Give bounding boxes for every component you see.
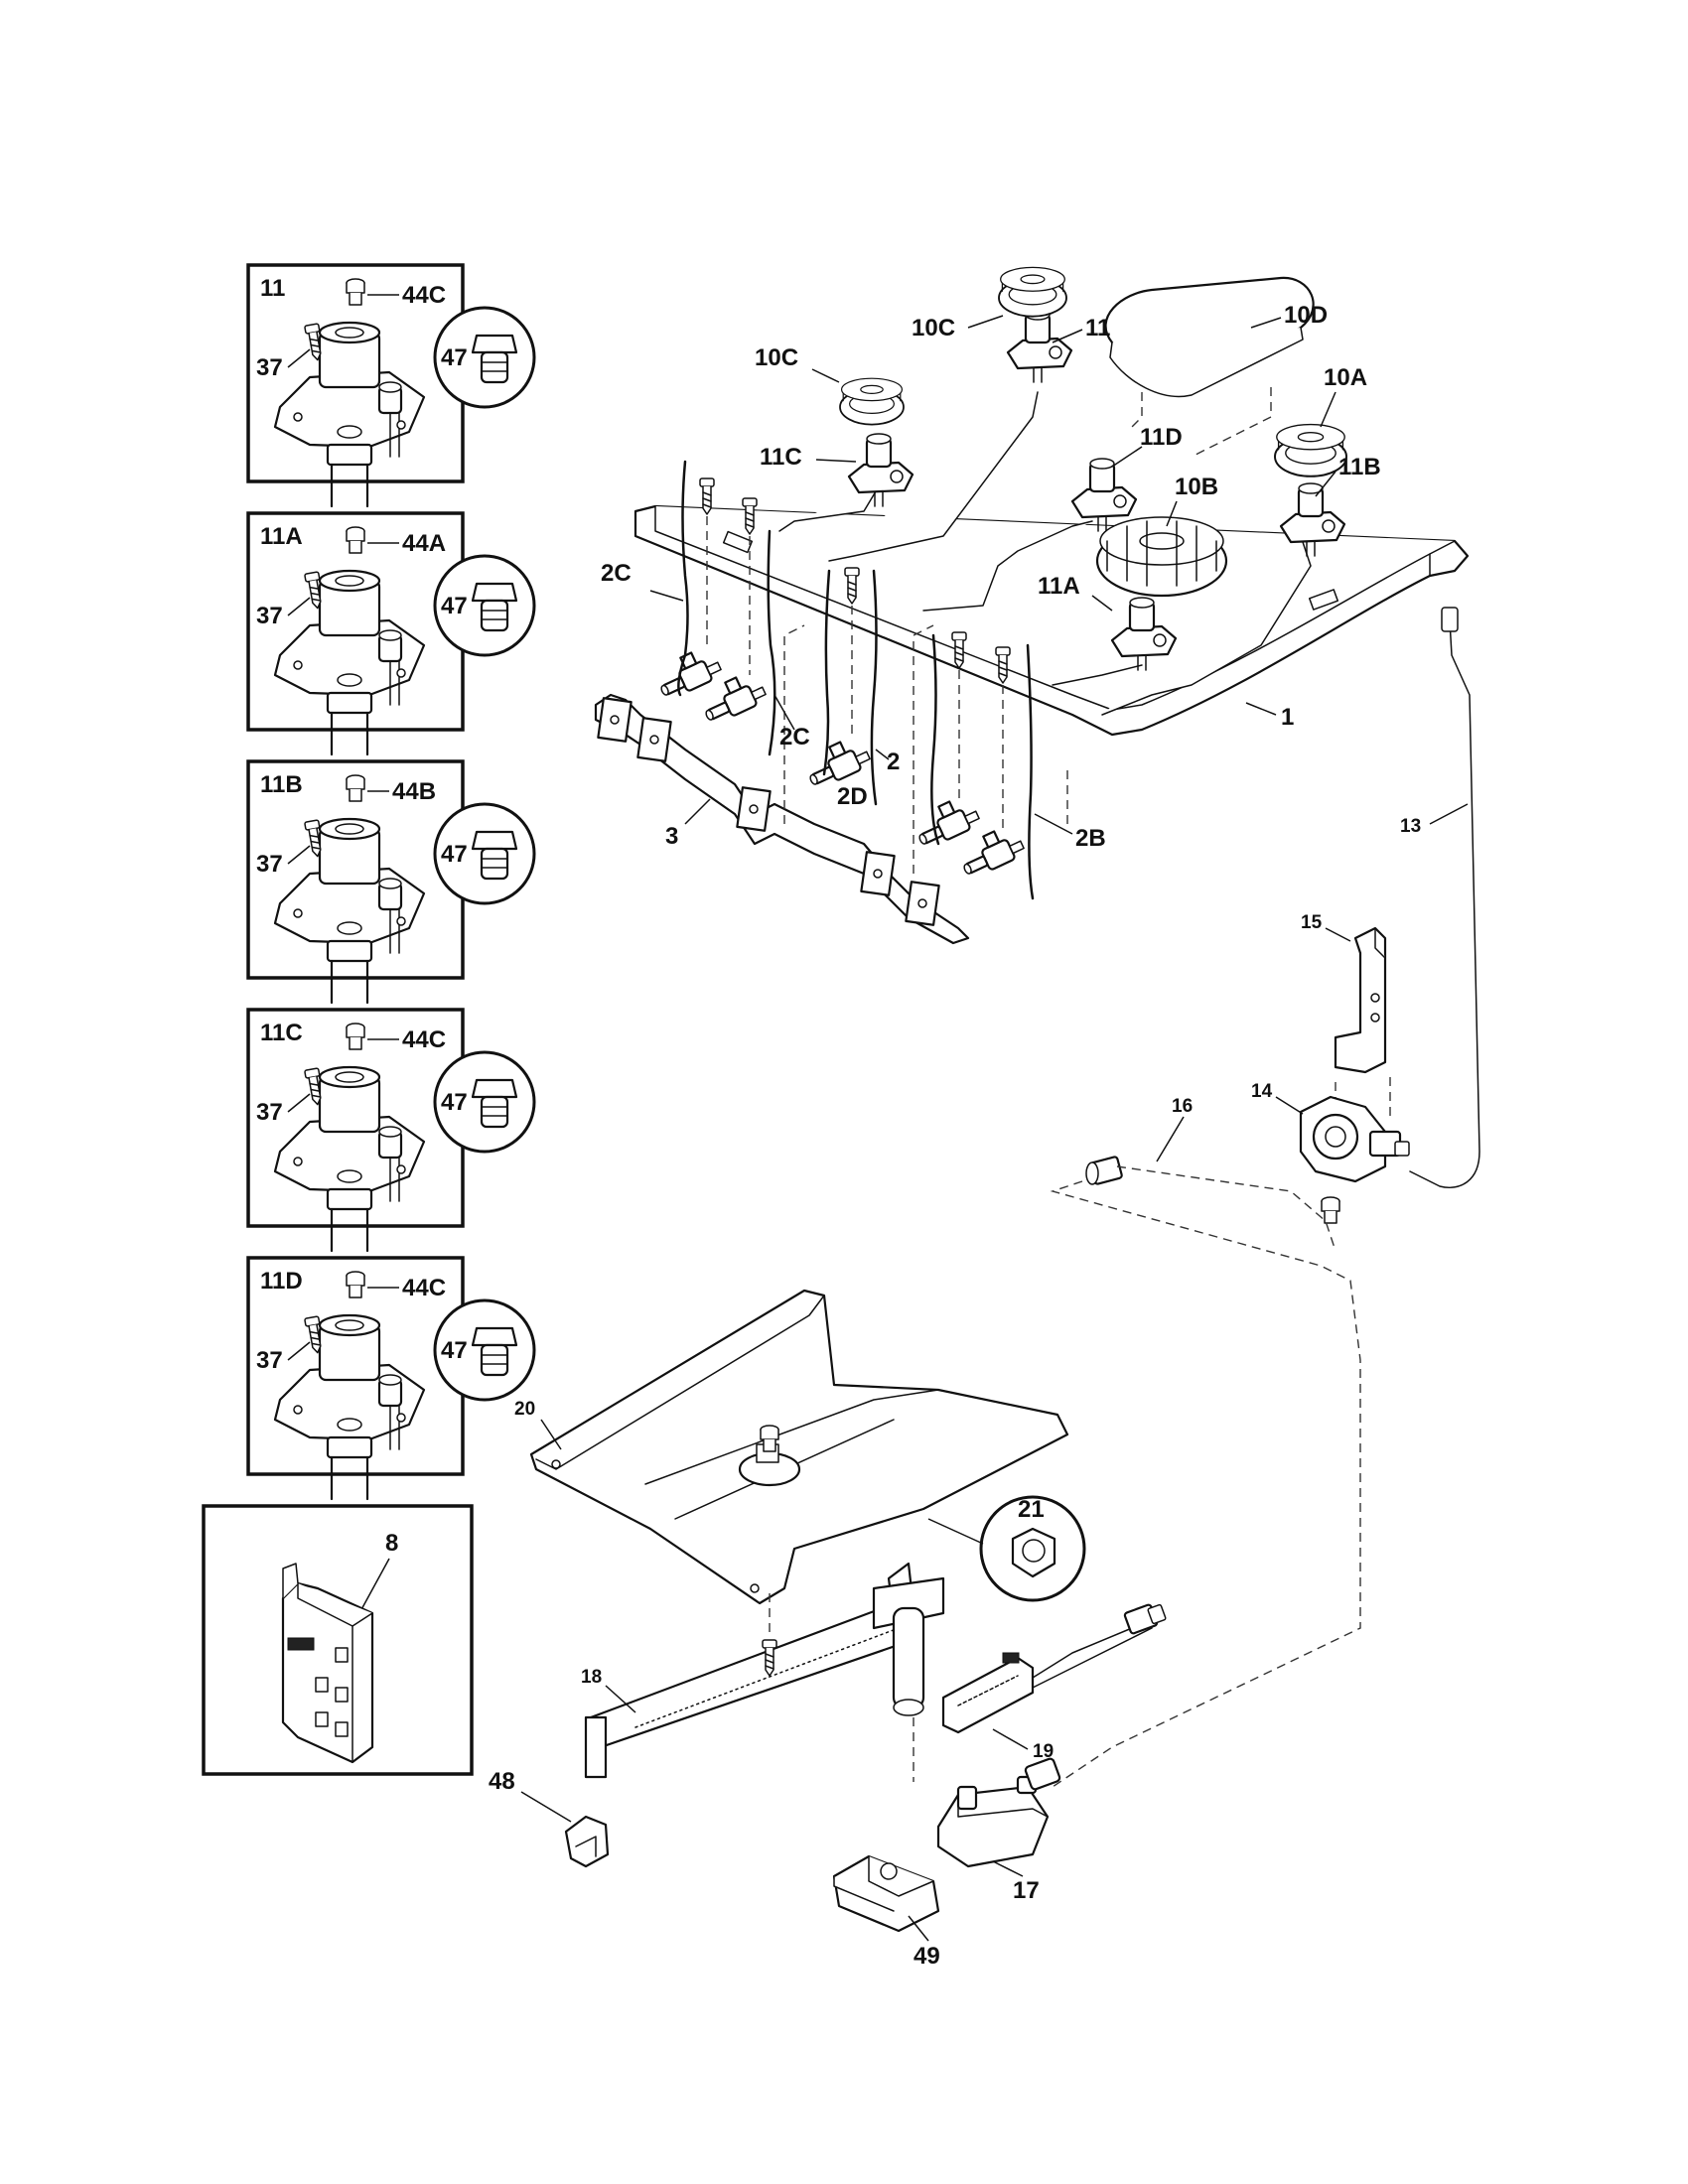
igniter-19-icon — [941, 1603, 1167, 1734]
inset-orifice-label-11A: 47 — [441, 593, 468, 619]
inset-panel-11D: 11D 44C 37 47 — [246, 1256, 536, 1501]
burner-baffle-20-icon — [529, 1289, 1069, 1605]
spark-module-icon — [281, 1563, 374, 1764]
inset-panel-11A: 11A 44A 37 47 — [246, 511, 536, 756]
inset-panel-11: 11 44C 37 47 — [246, 263, 536, 508]
callout-48: 48 — [489, 1768, 515, 1795]
callout-3: 3 — [665, 823, 678, 850]
hex-nut-21-icon — [1011, 1527, 1056, 1578]
inset-screw-label-11C: 37 — [256, 1099, 283, 1126]
callout-2D: 2D — [837, 783, 868, 810]
callout-11-rear: 11 — [1085, 315, 1110, 341]
callout-11D: 11D — [1140, 424, 1183, 451]
large-burner-cap-icon — [1095, 516, 1228, 598]
mounting-clip-48-icon — [564, 1815, 610, 1868]
callout-15: 15 — [1301, 912, 1323, 933]
inset-orifice-label-11C: 47 — [441, 1089, 468, 1116]
inset-orifice-label-11B: 47 — [441, 841, 468, 868]
inset-nut-label-11A: 44A — [402, 530, 446, 557]
inset-title-11A: 11A — [260, 523, 303, 550]
inset-title-11C: 11C — [260, 1020, 303, 1046]
callout-14: 14 — [1251, 1081, 1273, 1102]
fitting-16-icon — [1085, 1156, 1123, 1185]
inset-title-11B: 11B — [260, 771, 303, 798]
regulator-assembly: 13 15 14 16 — [1050, 607, 1480, 1788]
inset-screw-label-11A: 37 — [256, 603, 283, 629]
callout-10A: 10A — [1324, 364, 1367, 391]
callout-10C-rear: 10C — [912, 315, 955, 341]
inset-panel-11C: 11C 44C 37 47 — [246, 1008, 536, 1253]
callout-18: 18 — [581, 1667, 602, 1688]
inset-nut-label-11C: 44C — [402, 1026, 446, 1053]
callout-20: 20 — [514, 1399, 535, 1420]
inset-screw-label-11B: 37 — [256, 851, 283, 878]
inset-screw-label-11: 37 — [256, 354, 283, 381]
oven-burner-18-icon — [584, 1562, 945, 1779]
inset-orifice-label-11: 47 — [441, 344, 468, 371]
inset-orifice-label-11D: 47 — [441, 1337, 468, 1364]
callout-2C-left: 2C — [601, 560, 632, 587]
inset-nut-label-11D: 44C — [402, 1275, 446, 1301]
callout-1: 1 — [1281, 704, 1294, 731]
valve-bracket-49-icon — [832, 1854, 940, 1933]
inset-screw-label-11D: 37 — [256, 1347, 283, 1374]
inset-nut-label-11: 44C — [402, 282, 446, 309]
safety-valve-17-icon — [936, 1757, 1061, 1868]
callout-10B: 10B — [1175, 474, 1218, 500]
callout-17: 17 — [1013, 1877, 1040, 1904]
inset-title-11: 11 — [260, 275, 285, 302]
callout-11B: 11B — [1338, 454, 1381, 480]
callout-11C: 11C — [760, 444, 802, 471]
manifold-assembly: 10C 11 10D 10C 10A 11C 11D 10B 11B 11A 2… — [594, 266, 1470, 945]
callout-10D: 10D — [1284, 302, 1328, 329]
callout-16: 16 — [1172, 1096, 1193, 1117]
callout-2B: 2B — [1075, 825, 1106, 852]
oval-burner-cap-icon — [1104, 276, 1315, 458]
inset-panel-11B: 11B 44B 37 47 — [246, 759, 536, 1005]
callout-49: 49 — [914, 1943, 940, 1970]
callout-2C-mid: 2C — [779, 724, 810, 751]
callout-2: 2 — [887, 749, 900, 775]
oven-burner-assembly: 20 21 18 — [489, 1289, 1167, 1970]
inset-title-11D: 11D — [260, 1268, 303, 1295]
pressure-regulator-14-icon — [1299, 1095, 1410, 1183]
mounting-bracket-15-icon — [1334, 926, 1387, 1074]
callout-19: 19 — [1033, 1741, 1054, 1762]
callout-21: 21 — [1018, 1496, 1045, 1523]
inset-panel-8: 8 — [202, 1504, 474, 1776]
callout-13: 13 — [1400, 816, 1421, 837]
callout-11A: 11A — [1038, 573, 1080, 600]
callout-10C-left: 10C — [755, 344, 798, 371]
inset-nut-label-11B: 44B — [392, 778, 436, 805]
inset-title-8: 8 — [385, 1530, 398, 1557]
